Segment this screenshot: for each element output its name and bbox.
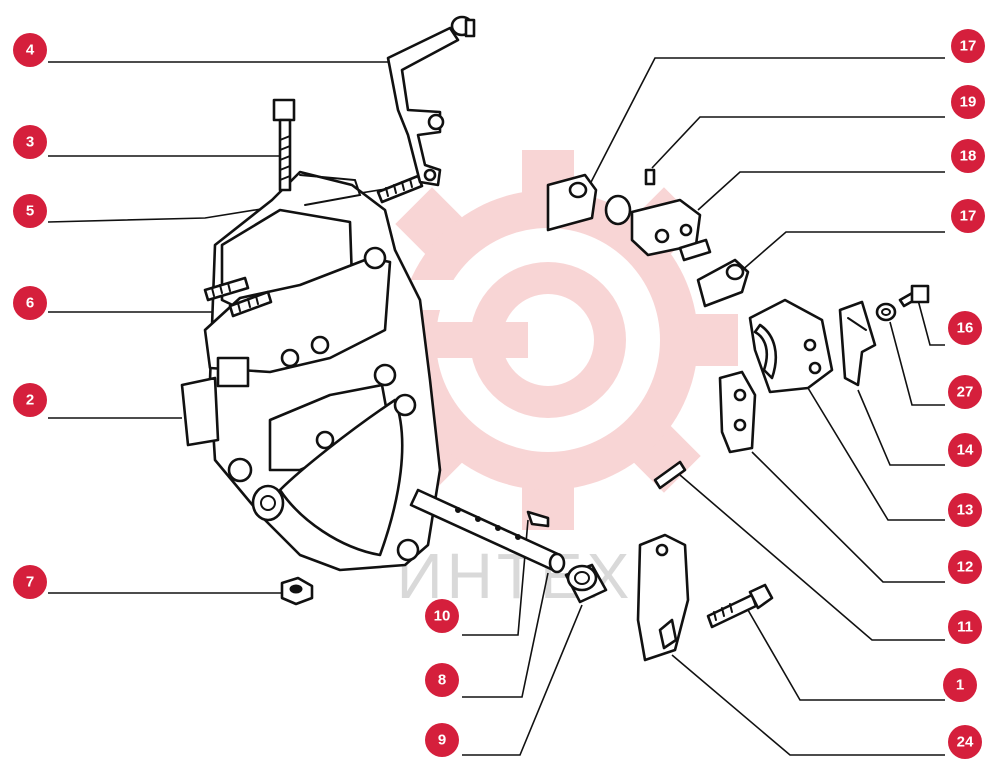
callout-10: 10 (425, 599, 459, 633)
svg-text:9: 9 (438, 732, 446, 749)
svg-text:16: 16 (957, 320, 974, 337)
svg-text:27: 27 (957, 384, 974, 401)
callout-14: 14 (948, 433, 982, 467)
callout-24: 24 (948, 725, 982, 759)
callout-8: 8 (425, 663, 459, 697)
svg-text:17: 17 (960, 38, 977, 55)
callout-2: 2 (13, 383, 47, 417)
callout-18: 18 (951, 139, 985, 173)
screw-part (898, 284, 930, 308)
callout-3: 3 (13, 125, 47, 159)
callout-1: 1 (943, 668, 977, 702)
callout-4: 4 (13, 33, 47, 67)
svg-text:2: 2 (26, 392, 34, 409)
callout-5: 5 (13, 194, 47, 228)
callout-11: 11 (948, 610, 982, 644)
callout-7: 7 (13, 565, 47, 599)
svg-text:12: 12 (957, 559, 974, 576)
svg-text:13: 13 (957, 502, 974, 519)
svg-text:18: 18 (960, 148, 977, 165)
svg-text:4: 4 (26, 42, 35, 59)
bolt-part (272, 98, 296, 192)
callout-12: 12 (948, 550, 982, 584)
callout-17-lower: 17 (951, 199, 985, 233)
hex-bolt-part (706, 583, 774, 629)
callout-6: 6 (13, 286, 47, 320)
callout-9: 9 (425, 723, 459, 757)
svg-text:8: 8 (438, 672, 446, 689)
bracket-bottom-part (636, 533, 690, 662)
callout-17-upper: 17 (951, 29, 985, 63)
plate-lower-part (696, 258, 750, 308)
callout-27: 27 (948, 375, 982, 409)
bracket-small-part (838, 300, 877, 387)
callout-13: 13 (948, 493, 982, 527)
svg-text:10: 10 (434, 608, 451, 625)
svg-text:3: 3 (26, 134, 34, 151)
callout-19: 19 (951, 85, 985, 119)
leader-lines (47, 57, 945, 756)
svg-text:7: 7 (26, 574, 34, 591)
svg-text:17: 17 (960, 208, 977, 225)
washer-part (875, 302, 897, 322)
svg-text:24: 24 (957, 734, 974, 751)
callout-16: 16 (948, 311, 982, 345)
lever-part (386, 15, 476, 187)
housing-part (180, 170, 442, 572)
svg-text:11: 11 (957, 619, 973, 636)
plate-upper-part (546, 173, 598, 232)
key-part (526, 510, 550, 528)
shaft-part (409, 488, 566, 574)
bracket-large-part (748, 298, 834, 394)
svg-text:1: 1 (956, 677, 964, 694)
studs-part (203, 276, 273, 318)
pin-part (644, 168, 656, 186)
plate-side-part (718, 370, 757, 454)
svg-text:14: 14 (957, 442, 974, 459)
svg-text:19: 19 (960, 94, 977, 111)
bushing-part (564, 563, 608, 604)
long-pin-part (653, 460, 687, 490)
svg-text:5: 5 (26, 203, 34, 220)
stud-part (376, 174, 424, 204)
block-part (604, 194, 712, 262)
svg-text:6: 6 (26, 295, 34, 312)
nut-part (280, 576, 314, 606)
